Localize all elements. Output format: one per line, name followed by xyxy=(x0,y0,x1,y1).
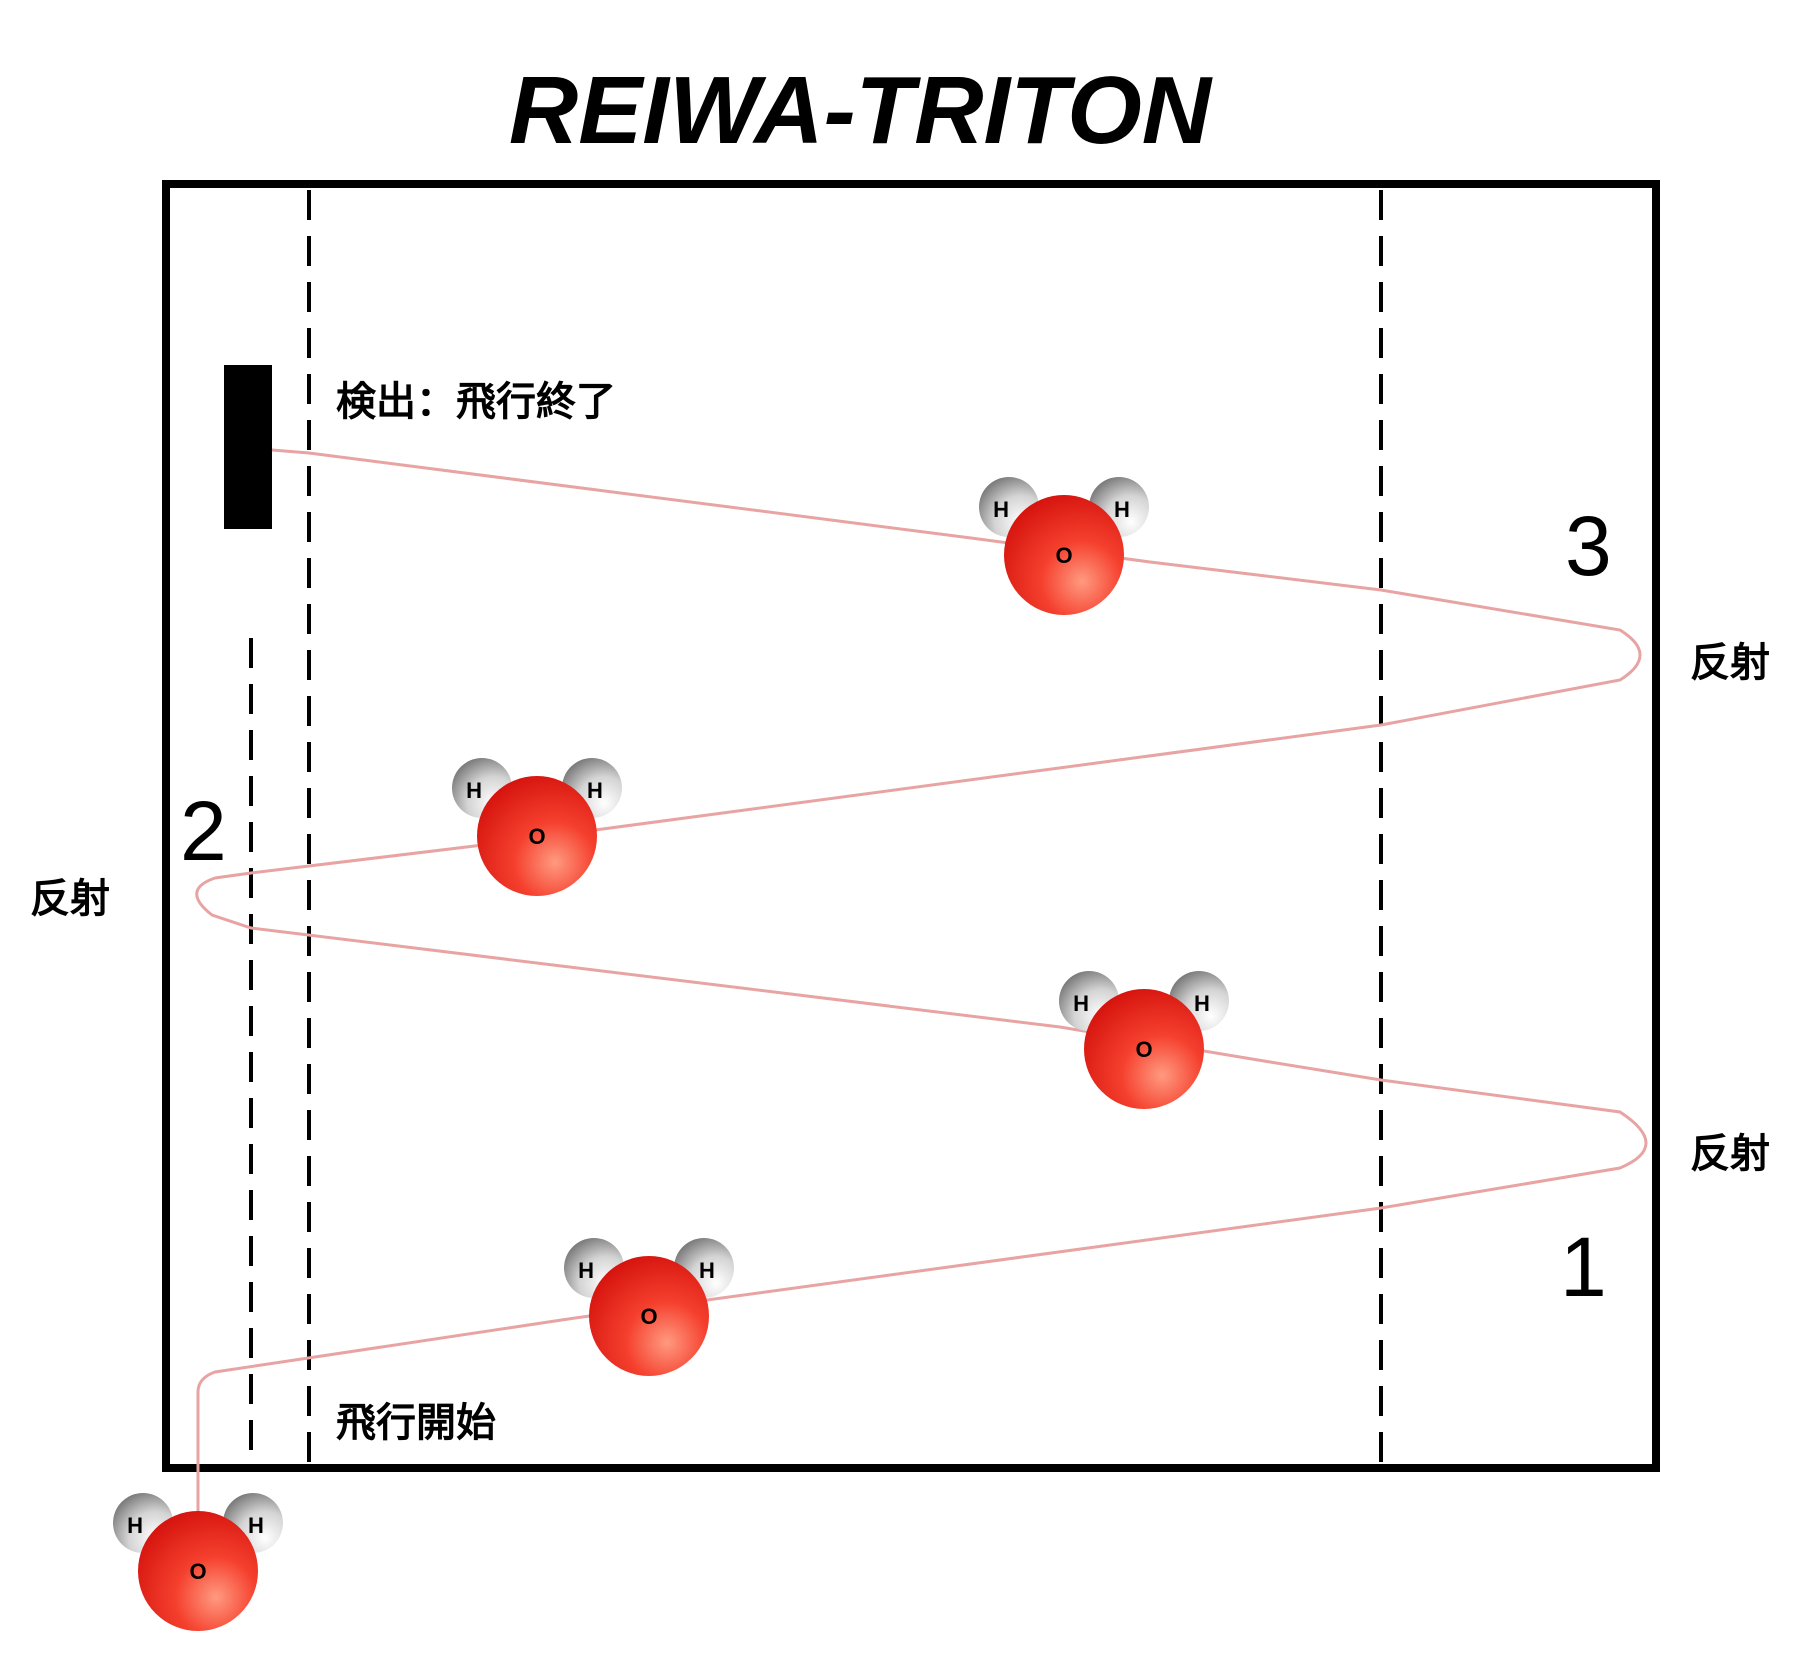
detect-label: 検出：飛行終了 xyxy=(336,379,616,425)
hydrogen-label: H xyxy=(466,778,482,803)
oxygen-label: O xyxy=(528,824,545,849)
oxygen-label: O xyxy=(189,1559,206,1584)
hydrogen-label: H xyxy=(1114,497,1130,522)
pass-number-2: 2 xyxy=(180,784,227,878)
hydrogen-label: H xyxy=(1194,991,1210,1016)
water-molecule-2: H H O xyxy=(1059,971,1229,1109)
hydrogen-label: H xyxy=(127,1513,143,1538)
start-label: 飛行開始 xyxy=(336,1400,496,1446)
reflect-label-right-upper: 反射 xyxy=(1690,640,1770,686)
chamber-frame xyxy=(162,180,1660,1472)
oxygen-label: O xyxy=(1135,1037,1152,1062)
hydrogen-label: H xyxy=(248,1513,264,1538)
water-molecule-outside: H H O xyxy=(113,1493,283,1631)
reflect-label-left: 反射 xyxy=(30,876,110,922)
flight-path xyxy=(195,448,1648,1540)
hydrogen-label: H xyxy=(993,497,1009,522)
oxygen-label: O xyxy=(640,1304,657,1329)
diagram-title: REIWA-TRITON xyxy=(509,57,1213,164)
water-molecule-4: H H O xyxy=(979,477,1149,615)
detector-block xyxy=(224,365,272,529)
water-molecule-1: H H O xyxy=(564,1238,734,1376)
water-molecule-3: H H O xyxy=(452,758,622,896)
reflect-label-right-lower: 反射 xyxy=(1690,1131,1770,1177)
hydrogen-label: H xyxy=(699,1258,715,1283)
pass-number-3: 3 xyxy=(1565,499,1612,593)
hydrogen-label: H xyxy=(578,1258,594,1283)
hydrogen-label: H xyxy=(587,778,603,803)
hydrogen-label: H xyxy=(1073,991,1089,1016)
pass-number-1: 1 xyxy=(1560,1220,1607,1314)
oxygen-label: O xyxy=(1055,543,1072,568)
